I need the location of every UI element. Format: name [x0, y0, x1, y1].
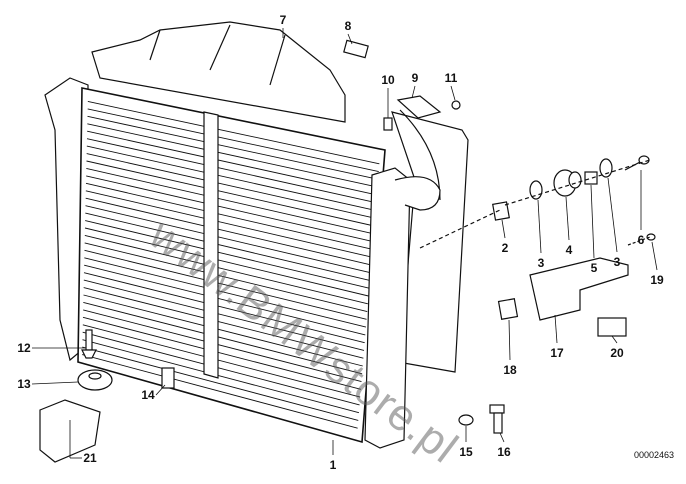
callout-11: 11: [444, 71, 458, 85]
radiator-fin: [82, 331, 360, 406]
radiator-fin: [84, 235, 368, 305]
radiator-fin: [85, 190, 372, 258]
radiator-fin: [83, 272, 365, 344]
callout-4: 4: [565, 243, 573, 257]
callout-13: 13: [17, 377, 31, 391]
callout-2: 2: [501, 241, 509, 255]
radiator-fin: [86, 145, 376, 211]
radiator-fin: [84, 227, 369, 297]
radiator-fin: [87, 123, 378, 188]
drawing-number: 00002463: [634, 450, 675, 460]
callout-7: 7: [279, 13, 287, 27]
radiator-fin: [84, 242, 368, 312]
callout-10: 10: [381, 73, 395, 87]
right-tank: [364, 167, 411, 449]
radiator-fin: [87, 108, 379, 172]
callout-12: 12: [17, 341, 31, 355]
radiator-fin: [85, 220, 370, 289]
callout-3a: 3: [537, 256, 545, 270]
radiator-fin: [86, 153, 375, 219]
callout-17: 17: [550, 346, 564, 360]
callout-5: 5: [590, 261, 598, 275]
callout-1: 1: [329, 458, 337, 472]
radiator-fin: [86, 160, 375, 227]
radiator-fin: [83, 294, 363, 367]
callout-3b: 3: [613, 255, 621, 269]
radiator-fin: [85, 182, 373, 250]
radiator-fin: [86, 175, 374, 242]
radiator-fin: [83, 309, 362, 382]
callout-16: 16: [497, 445, 511, 459]
radiator-fin: [83, 279, 365, 351]
callout-20: 20: [610, 346, 624, 360]
radiator-fin: [84, 257, 367, 328]
radiator-fin: [87, 130, 377, 196]
radiator-fin: [86, 168, 374, 235]
radiator-fin: [83, 302, 363, 375]
radiator-fin: [82, 346, 359, 421]
radiator-fin: [83, 287, 364, 359]
callout-19: 19: [650, 273, 664, 287]
radiator-fin: [82, 354, 358, 429]
radiator-fin: [82, 316, 361, 390]
callout-8: 8: [344, 19, 352, 33]
radiator-fin: [84, 264, 366, 336]
radiator-fin: [87, 115, 379, 180]
callout-9: 9: [411, 71, 419, 85]
callout-15: 15: [459, 445, 473, 459]
radiator-fin: [86, 138, 377, 204]
radiator-fin: [85, 212, 370, 281]
radiator-fin: [85, 197, 372, 266]
callout-14: 14: [141, 388, 155, 402]
callout-18: 18: [503, 363, 517, 377]
radiator-fin: [82, 339, 360, 414]
radiator-fin: [84, 249, 367, 320]
callout-21: 21: [83, 451, 97, 465]
radiator-fin: [85, 205, 371, 274]
radiator-fin: [87, 101, 380, 165]
radiator-fin: [82, 324, 361, 398]
callout-6: 6: [637, 233, 645, 247]
